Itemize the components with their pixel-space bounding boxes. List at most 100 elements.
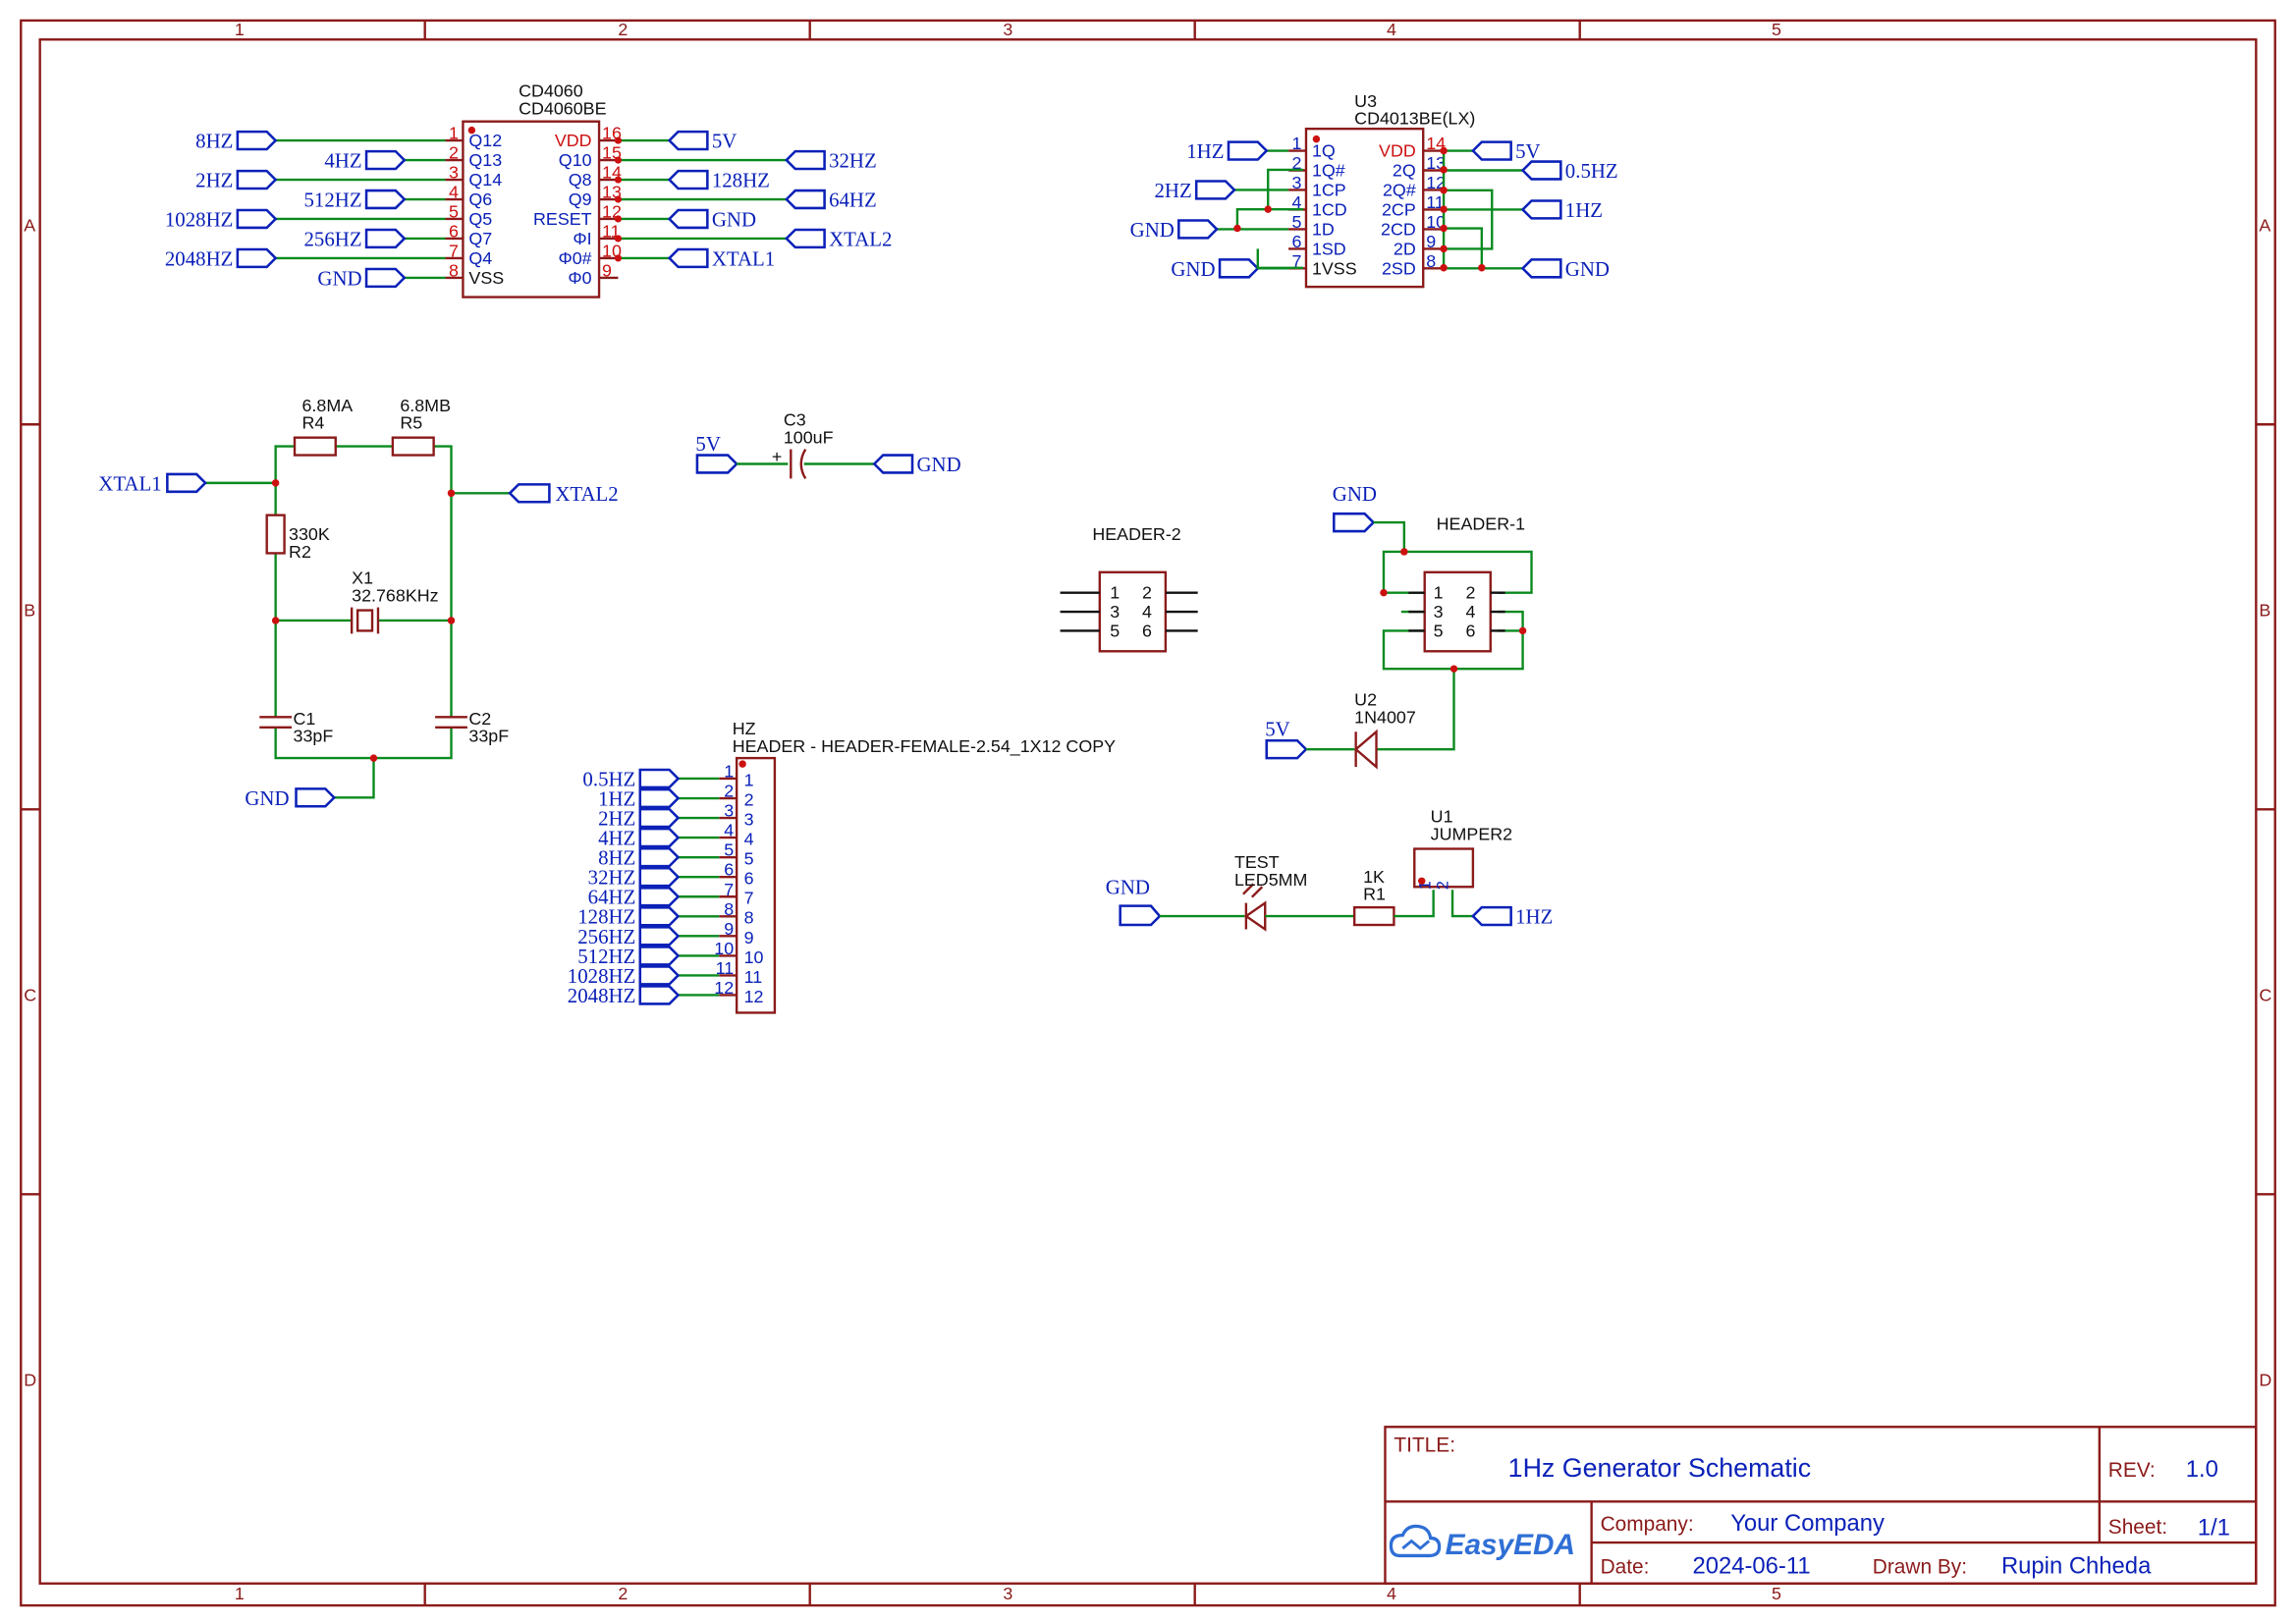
pin-name: Q6 <box>468 189 492 209</box>
col-label: 2 <box>618 1584 628 1603</box>
cd4013-internal-wires <box>1233 146 1494 272</box>
pin-name: 4 <box>744 830 754 849</box>
header-1[interactable]: HEADER-1 GND 1 2 3 4 5 6 <box>1333 482 1533 751</box>
pin-number: 1 <box>1292 134 1302 153</box>
net-port <box>638 946 681 966</box>
pin-name: 1CD <box>1312 199 1347 219</box>
net-port <box>236 208 278 230</box>
net-port <box>638 846 681 868</box>
rev-label: REV: <box>2108 1459 2156 1482</box>
pin-name: 2SD <box>1382 258 1416 278</box>
pin-name: 2D <box>1394 239 1416 258</box>
ic-cd4013[interactable]: U3 CD4013BE(LX) <box>1304 91 1475 289</box>
net-port <box>1227 140 1269 161</box>
pin-name: Q4 <box>468 248 492 268</box>
r4-ref: R4 <box>301 413 324 433</box>
drawing-frame: 1 2 3 4 5 1 2 3 4 5 A B C D A B C D <box>20 19 2276 1607</box>
pin-number: 4 <box>1292 192 1302 212</box>
title-block: TITLE: 1Hz Generator Schematic REV: 1.0 … <box>1384 1426 2258 1585</box>
row-label: A <box>24 216 35 236</box>
hz-header[interactable]: HZ HEADER - HEADER-FEMALE-2.54_1X12 COPY <box>733 719 1116 1014</box>
net-label: 1HZ <box>1565 198 1603 222</box>
net-label: XTAL2 <box>555 482 618 506</box>
capacitor-c1[interactable] <box>259 716 293 729</box>
pin-name: 2CP <box>1382 199 1416 219</box>
net-label: XTAL1 <box>712 246 775 270</box>
ic-value: CD4013BE(LX) <box>1354 109 1475 129</box>
pin-number: 2 <box>1465 583 1475 603</box>
col-label: 5 <box>1772 20 1781 39</box>
jumper-ref: U1 <box>1431 807 1453 827</box>
pin-name: 2 <box>744 789 754 809</box>
net-port <box>638 985 681 1005</box>
pin-number: 4 <box>449 183 459 202</box>
pin-number: 1 <box>1110 583 1120 603</box>
pin-number: 2 <box>1292 153 1302 173</box>
company-value: Your Company <box>1730 1510 1885 1537</box>
net-port <box>638 866 681 888</box>
pin-name: VDD <box>1379 140 1416 160</box>
c1-value: 33pF <box>294 727 334 746</box>
pin-name: 9 <box>744 928 754 947</box>
pin-number: 2 <box>724 782 734 801</box>
net-port <box>1471 140 1512 161</box>
net-port <box>1218 258 1260 279</box>
jumper-value: JUMPER2 <box>1431 825 1512 844</box>
resistor-r4[interactable] <box>293 436 337 457</box>
capacitor-c2[interactable] <box>435 716 467 729</box>
pin-name: 6 <box>744 869 754 889</box>
resistor-r2[interactable] <box>265 514 286 555</box>
pin-number: 3 <box>1110 602 1120 622</box>
net-label: GND <box>712 207 756 231</box>
resistor-r1[interactable] <box>1352 905 1395 927</box>
pin-number: 7 <box>1292 251 1302 271</box>
pin-number: 6 <box>1465 621 1475 640</box>
net-label: 32HZ <box>829 149 877 173</box>
pin-number: 10 <box>714 939 734 958</box>
polarity-mark: + <box>772 447 782 466</box>
pin-name: Q9 <box>569 189 592 209</box>
net-label: 0.5HZ <box>1565 159 1618 183</box>
col-label: 4 <box>1387 1584 1396 1603</box>
jumper-u1[interactable]: 1 2 <box>1413 847 1475 891</box>
pin-number: 5 <box>1110 621 1120 640</box>
capacitor-c3[interactable]: 5V + GND C3 100uF <box>695 410 961 480</box>
pin-number: 7 <box>724 880 734 899</box>
net-port <box>638 827 681 848</box>
pin-name: 12 <box>744 987 764 1006</box>
hz-header-value: HEADER - HEADER-FEMALE-2.54_1X12 COPY <box>733 736 1116 757</box>
r5-ref: R5 <box>400 413 422 433</box>
header-title: HEADER-2 <box>1092 524 1180 544</box>
r4-value: 6.8MA <box>301 396 353 415</box>
pin-number: 6 <box>449 221 459 241</box>
pin-name: Q7 <box>468 229 492 248</box>
led-r1-jumper: GND TEST LED5MM 1K R1 1 2 U1 JUMPER2 1HZ <box>1106 807 1553 932</box>
crystal-x1[interactable] <box>350 607 380 634</box>
row-label: D <box>2259 1371 2271 1390</box>
resistor-r5[interactable] <box>391 436 435 457</box>
pin-number: 1 <box>449 124 459 143</box>
net-port <box>638 906 681 927</box>
net-label: 2HZ <box>195 168 233 191</box>
company-label: Company: <box>1601 1513 1694 1536</box>
net-port <box>785 228 826 249</box>
pin-number: 14 <box>1426 134 1446 153</box>
drawn-value: Rupin Chheda <box>2001 1552 2152 1579</box>
net-label: 4HZ <box>324 149 361 173</box>
ic-cd4060[interactable]: CD4060 CD4060BE <box>462 81 607 298</box>
net-port <box>638 787 681 809</box>
net-label: GND <box>1333 482 1377 506</box>
pin-name: Q10 <box>559 150 592 170</box>
pin-number: 12 <box>714 978 734 998</box>
diode-u2[interactable]: U2 1N4007 5V <box>1265 689 1416 770</box>
header-2[interactable]: HEADER-2 1 2 3 4 5 6 <box>1060 524 1198 653</box>
led-test[interactable] <box>1242 883 1267 932</box>
net-label: GND <box>245 786 289 810</box>
net-label: 2HZ <box>1154 179 1191 202</box>
net-port <box>785 189 826 210</box>
net-label: 256HZ <box>303 227 361 250</box>
net-label: 64HZ <box>588 886 636 909</box>
pin-number: 8 <box>1426 251 1436 271</box>
pin-number: 4 <box>724 821 734 840</box>
